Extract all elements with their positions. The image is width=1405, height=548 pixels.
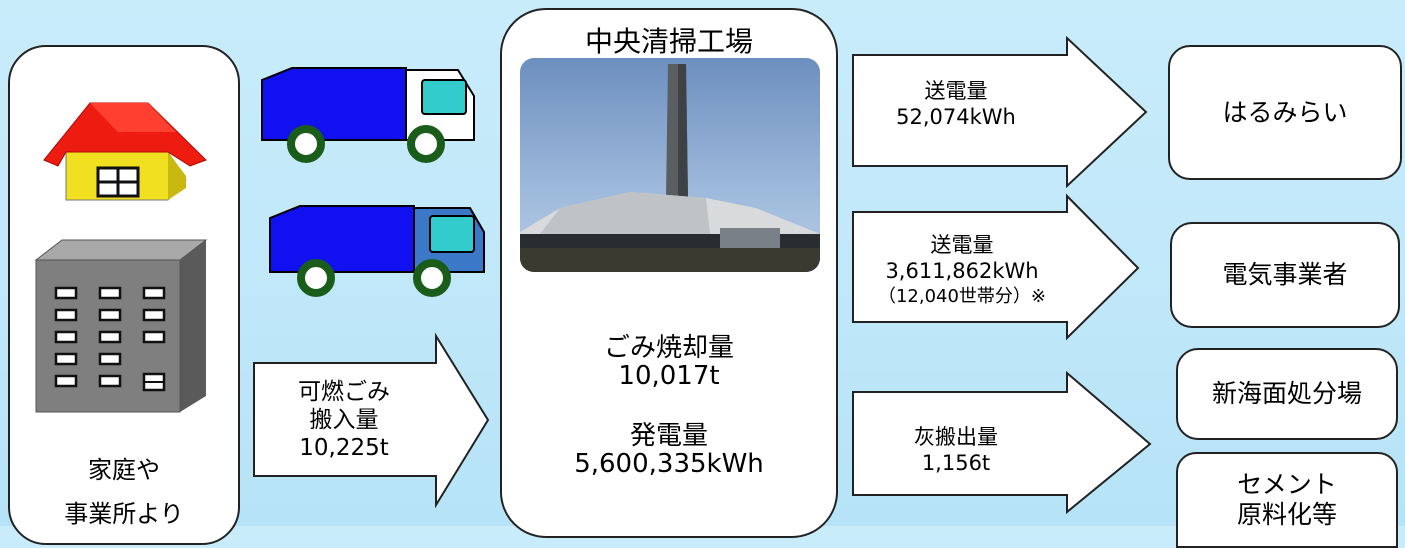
output-3-name: 灰搬出量 [914, 425, 998, 449]
output-3-value: 1,156t [921, 451, 991, 475]
output-arrow-3 [852, 370, 1152, 515]
house-icon [43, 102, 207, 201]
output-1-name: 送電量 [924, 79, 988, 103]
output-2-value: 3,611,862kWh [885, 259, 1039, 283]
output-3-label: 灰搬出量 1,156t [856, 424, 1056, 476]
inflow-label: 可燃ごみ 搬入量 10,225t [258, 378, 430, 462]
garbage-truck-icon [269, 205, 485, 297]
inflow-label-line2: 搬入量 [309, 407, 379, 433]
output-2-note: （12,040世帯分）※ [877, 286, 1047, 307]
output-arrow-2 [852, 193, 1140, 341]
destination-landfill: 新海面処分場 [1176, 348, 1398, 440]
source-label-line2: 事業所より [64, 500, 184, 528]
output-2-label: 送電量 3,611,862kWh （12,040世帯分）※ [856, 232, 1068, 310]
inflow-value: 10,225t [299, 435, 389, 461]
generation-value: 5,600,335kWh [574, 449, 764, 479]
plant-photo [520, 58, 820, 272]
output-1-label: 送電量 52,074kWh [856, 78, 1056, 130]
output-arrow-1 [852, 35, 1148, 189]
office-building-icon [34, 239, 208, 413]
generation-label: 発電量 [629, 421, 708, 451]
incineration-stat: ごみ焼却量 10,017t [500, 334, 838, 390]
diagram-graphics [34, 35, 1152, 515]
destination-label: セメント [1237, 470, 1337, 499]
destination-harumirai: はるみらい [1168, 45, 1402, 180]
garbage-truck-icon [261, 67, 475, 163]
plant-title: 中央清掃工場 [584, 25, 753, 58]
source-label-line1: 家庭や [88, 456, 160, 484]
inflow-arrow [253, 332, 490, 509]
source-label: 家庭や 事業所より [8, 448, 240, 536]
output-2-name: 送電量 [930, 233, 994, 257]
destination-label: はるみらい [1222, 97, 1348, 127]
inflow-label-line1: 可燃ごみ [298, 379, 390, 405]
destination-label: 新海面処分場 [1211, 379, 1362, 408]
generation-stat: 発電量 5,600,335kWh [500, 422, 838, 478]
incineration-value: 10,017t [618, 361, 720, 391]
destination-electric-utility: 電気事業者 [1170, 222, 1400, 328]
destination-label-2: 原料化等 [1236, 500, 1337, 529]
incineration-label: ごみ焼却量 [603, 333, 734, 363]
output-1-value: 52,074kWh [896, 105, 1016, 129]
destination-label: 電気事業者 [1222, 260, 1348, 289]
